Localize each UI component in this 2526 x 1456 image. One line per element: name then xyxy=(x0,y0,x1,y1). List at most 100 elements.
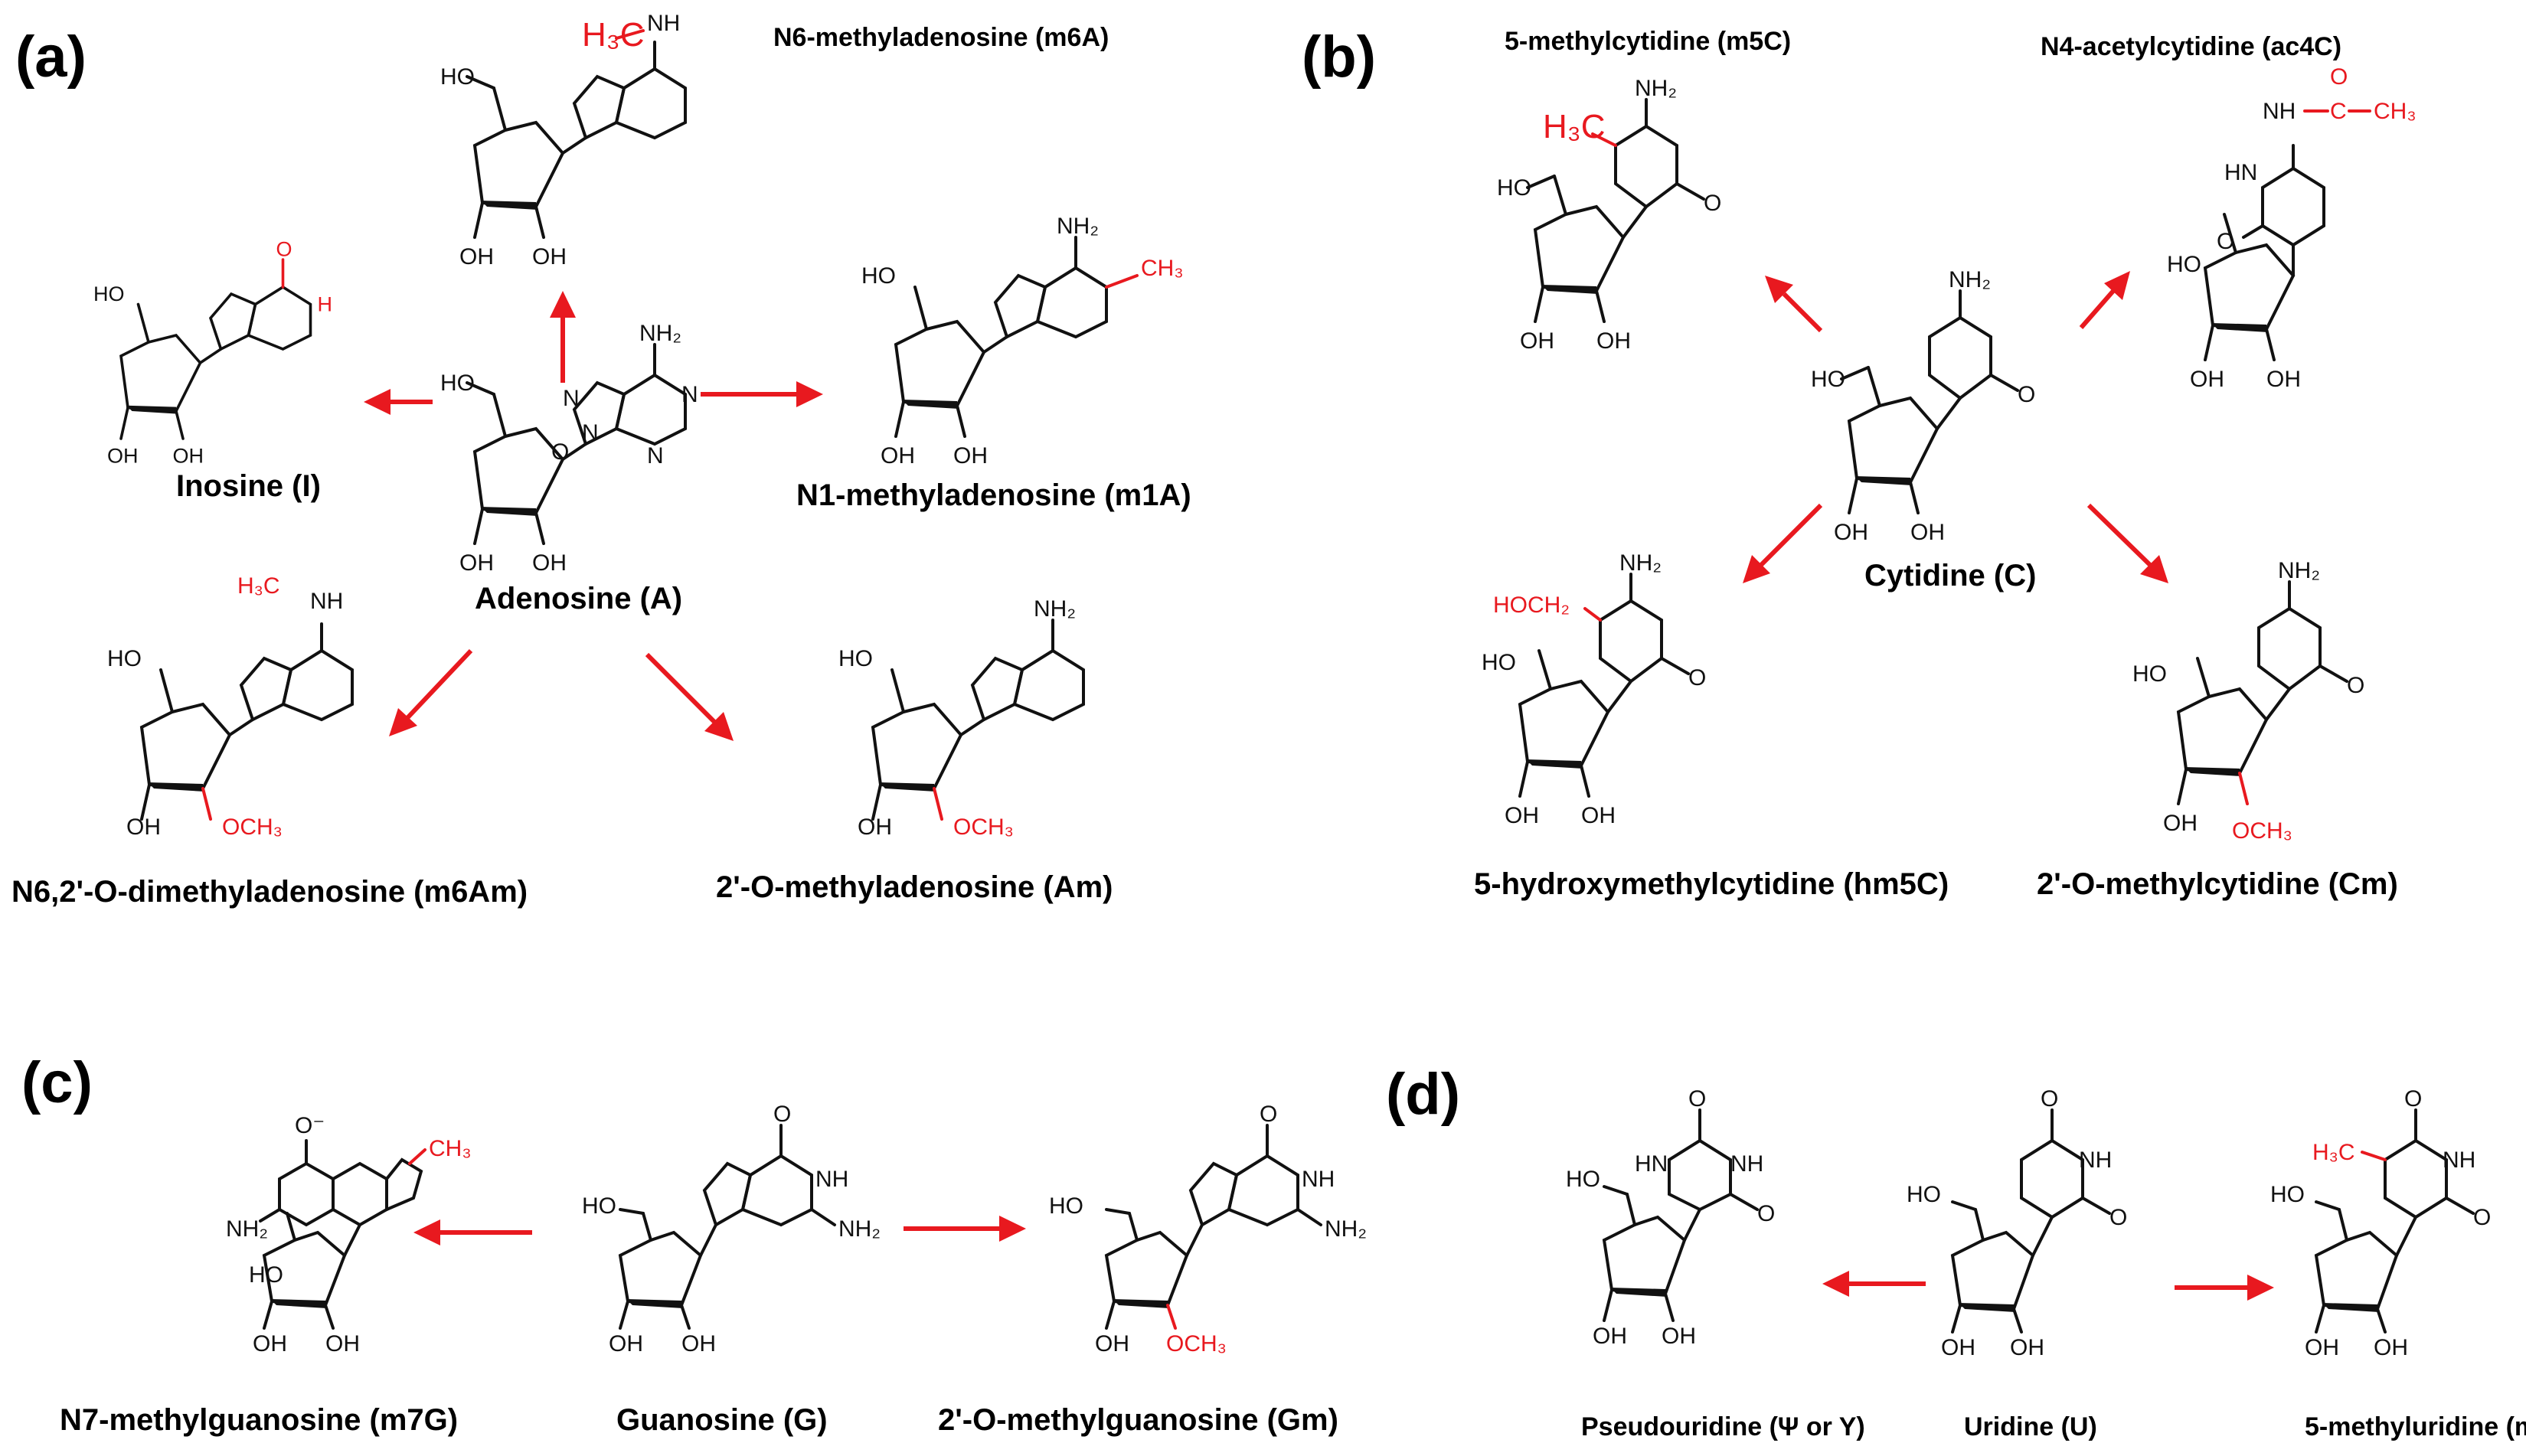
svg-text:HO: HO xyxy=(440,64,475,90)
svg-text:O: O xyxy=(2217,229,2234,254)
svg-text:HO: HO xyxy=(861,263,896,289)
panel-b-label: (b) xyxy=(1302,24,1376,90)
pseudouridine-structure: O HN NH O HO OH OH xyxy=(1566,1086,1775,1349)
svg-text:NH₂: NH₂ xyxy=(639,321,681,346)
svg-text:OH: OH xyxy=(325,1331,360,1356)
svg-text:OH: OH xyxy=(532,244,567,269)
svg-text:NH: NH xyxy=(2263,99,2296,124)
inosine-structure: O H HO OH OH xyxy=(93,238,332,468)
svg-text:OCH₃: OCH₃ xyxy=(1166,1331,1227,1356)
svg-text:HO: HO xyxy=(2270,1182,2305,1207)
svg-text:O: O xyxy=(551,439,569,465)
svg-text:HO: HO xyxy=(249,1262,283,1288)
cytidine-structure: HO OH OH NH₂ O xyxy=(1811,267,2035,545)
svg-text:OH: OH xyxy=(107,445,139,468)
svg-text:H: H xyxy=(317,293,332,316)
svg-text:HO: HO xyxy=(838,646,873,671)
inosine-label: Inosine (I) xyxy=(176,469,321,503)
svg-text:NH₂: NH₂ xyxy=(1619,550,1662,576)
uridine-structure: O NH O HO OH OH xyxy=(1907,1086,2127,1360)
svg-text:HO: HO xyxy=(1566,1167,1600,1192)
svg-text:O: O xyxy=(1688,1086,1706,1112)
cytidine-label: Cytidine (C) xyxy=(1864,559,2036,593)
svg-text:OH: OH xyxy=(1581,803,1616,828)
adenosine-structure: HO OH OH NH₂ N N N N O xyxy=(440,321,698,576)
cm-structure: HO OH OCH₃ NH₂ O xyxy=(2132,558,2364,844)
svg-text:NH₂: NH₂ xyxy=(838,1216,881,1242)
svg-text:HN: HN xyxy=(2224,160,2257,185)
svg-text:N: N xyxy=(563,386,580,411)
svg-text:NH₂: NH₂ xyxy=(2278,558,2320,583)
svg-text:OH: OH xyxy=(881,443,915,468)
svg-text:OH: OH xyxy=(126,815,161,840)
svg-text:HO: HO xyxy=(1049,1193,1083,1219)
svg-text:CH₃: CH₃ xyxy=(429,1136,472,1161)
svg-text:OH: OH xyxy=(459,550,494,576)
svg-text:NH: NH xyxy=(2079,1147,2112,1173)
m1a-label: N1-methyladenosine (m1A) xyxy=(796,478,1191,512)
svg-text:C: C xyxy=(2330,99,2347,124)
svg-text:OH: OH xyxy=(1596,328,1631,354)
m7g-label: N7-methylguanosine (m7G) xyxy=(60,1403,458,1437)
m5c-label: 5-methylcytidine (m5C) xyxy=(1505,27,1791,56)
svg-text:OH: OH xyxy=(2190,367,2224,392)
svg-text:OH: OH xyxy=(1593,1324,1627,1349)
svg-text:N: N xyxy=(582,420,599,446)
m1a-structure: CH₃ NH₂ HO OH OH xyxy=(861,214,1184,468)
am-structure: NH₂ OCH₃ HO OH xyxy=(838,596,1085,840)
svg-text:OH: OH xyxy=(2266,367,2301,392)
svg-text:NH: NH xyxy=(1302,1167,1335,1192)
panel-a-label: (a) xyxy=(15,24,87,90)
svg-text:O: O xyxy=(2404,1086,2422,1112)
svg-text:HO: HO xyxy=(2167,252,2201,277)
svg-text:O: O xyxy=(1260,1102,1277,1127)
svg-text:CH₃: CH₃ xyxy=(1141,256,1184,281)
svg-text:O: O xyxy=(1757,1201,1775,1226)
svg-text:OH: OH xyxy=(532,550,567,576)
panel-c-label: (c) xyxy=(21,1050,93,1115)
svg-text:HOCH₂: HOCH₂ xyxy=(1493,593,1570,618)
svg-text:NH₂: NH₂ xyxy=(1635,76,1677,101)
panel-d-arrows xyxy=(1822,1271,2274,1301)
svg-text:N: N xyxy=(681,382,698,407)
ac4c-structure: NH C O CH₃ HN O HO OH OH xyxy=(2167,64,2417,392)
svg-text:NH₂: NH₂ xyxy=(226,1216,268,1242)
svg-text:OH: OH xyxy=(1834,520,1868,545)
gm-structure: O NH NH₂ HO OH OCH₃ xyxy=(1049,1102,1367,1356)
svg-text:HO: HO xyxy=(1811,367,1845,392)
svg-text:O: O xyxy=(1688,665,1706,690)
svg-text:OH: OH xyxy=(1520,328,1554,354)
m5c-structure: H₃C HO OH OH NH₂ O xyxy=(1497,76,1721,354)
panel-c-arrows xyxy=(413,1216,1026,1245)
svg-text:NH: NH xyxy=(647,11,680,36)
svg-text:OH: OH xyxy=(1910,520,1945,545)
svg-text:OH: OH xyxy=(2374,1335,2408,1360)
pseudouridine-label: Pseudouridine (Ψ or Y) xyxy=(1581,1412,1865,1441)
svg-text:OCH₃: OCH₃ xyxy=(953,815,1014,840)
m6am-structure: H₃C NH OCH₃ HO OH xyxy=(107,573,354,840)
svg-text:OCH₃: OCH₃ xyxy=(2232,818,2292,844)
svg-text:N: N xyxy=(647,443,664,468)
m7g-structure: O⁻ CH₃ NH₂ HO OH OH xyxy=(226,1113,472,1356)
svg-text:O: O xyxy=(2109,1205,2127,1230)
panel-a-arrows xyxy=(364,291,823,741)
svg-text:OH: OH xyxy=(858,815,892,840)
svg-text:O: O xyxy=(2330,64,2348,90)
svg-text:HO: HO xyxy=(93,282,125,305)
svg-text:HO: HO xyxy=(1907,1182,1941,1207)
svg-text:O: O xyxy=(773,1102,791,1127)
svg-text:OH: OH xyxy=(459,244,494,269)
svg-text:HO: HO xyxy=(1497,175,1531,201)
svg-text:OH: OH xyxy=(2305,1335,2339,1360)
svg-text:HN: HN xyxy=(1635,1151,1668,1177)
svg-text:O: O xyxy=(2347,673,2364,698)
svg-text:NH₂: NH₂ xyxy=(1949,267,1991,292)
svg-text:NH₂: NH₂ xyxy=(1034,596,1076,622)
svg-text:NH: NH xyxy=(2443,1147,2475,1173)
cm-label: 2'-O-methylcytidine (Cm) xyxy=(2037,867,2398,901)
svg-text:NH: NH xyxy=(1730,1151,1763,1177)
svg-text:OH: OH xyxy=(1941,1335,1975,1360)
svg-text:HO: HO xyxy=(582,1193,616,1219)
svg-text:H₃C: H₃C xyxy=(1543,108,1605,145)
